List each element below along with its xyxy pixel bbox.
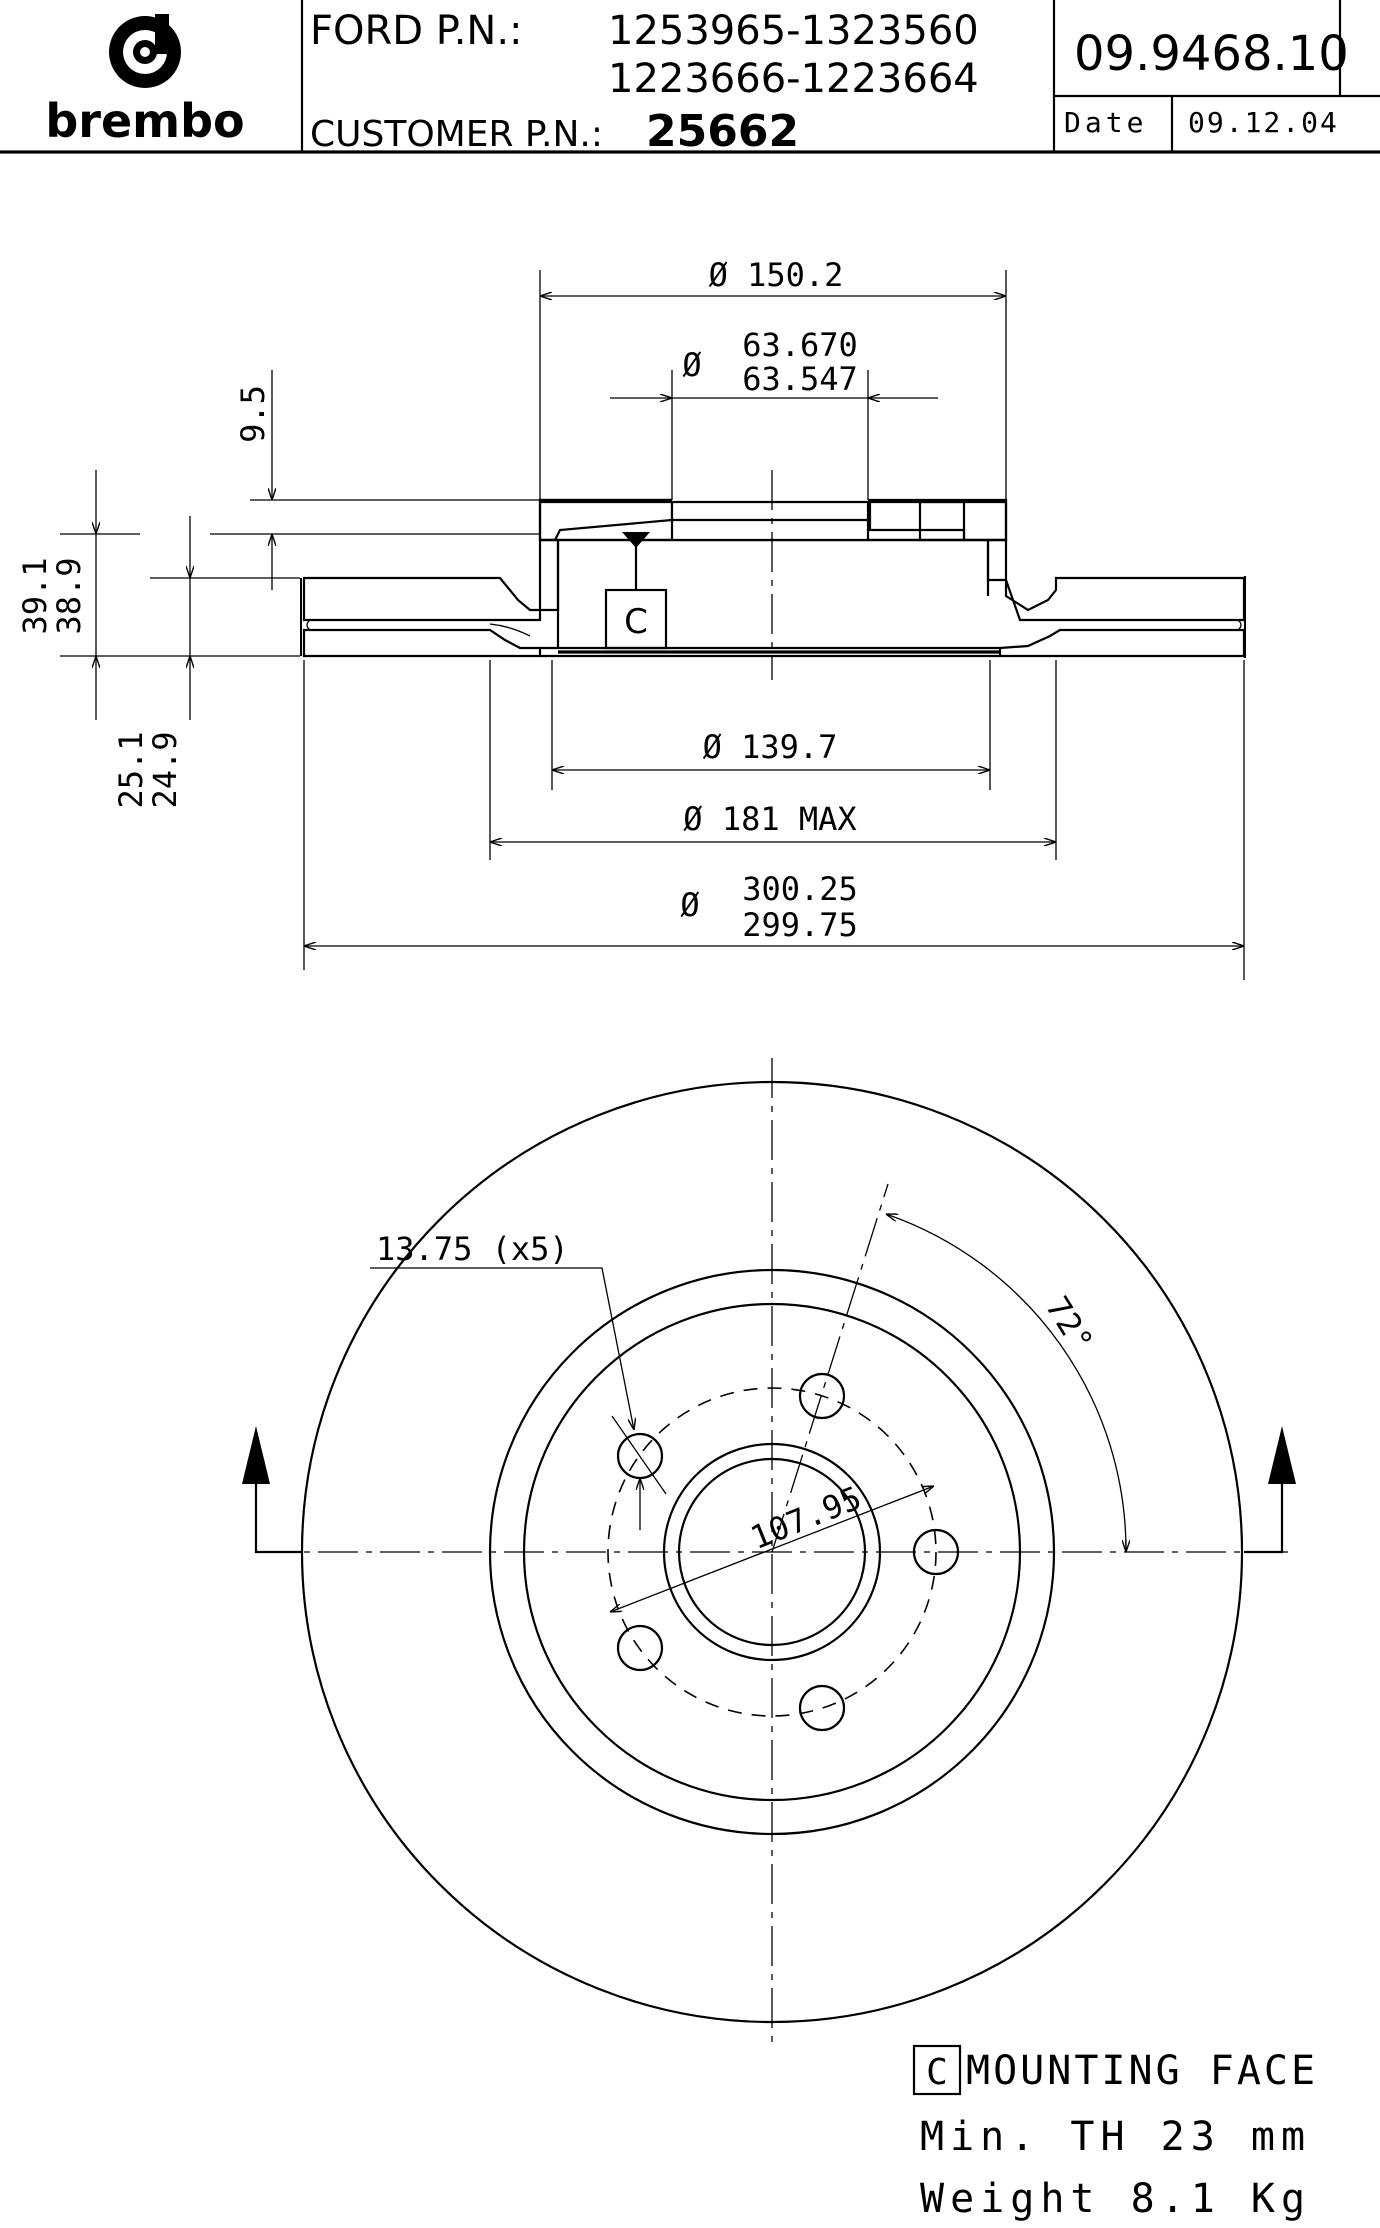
hat-wall-right: [986, 538, 1008, 582]
friction-ring-right-outer: [1004, 576, 1246, 622]
datum-c-legend-box: [912, 2044, 962, 2096]
customer-pn-label: CUSTOMER P.N.:: [310, 114, 603, 155]
hat-top-left: [538, 498, 674, 542]
dim-height-min: 38.9: [50, 557, 88, 634]
dim-outer-symbol: Ø: [680, 886, 699, 924]
date-value: 09.12.04: [1188, 106, 1339, 139]
dim-angle: 72°: [1038, 1290, 1101, 1359]
dim-hole-diameter: 13.75 (x5): [376, 1230, 569, 1268]
stud-hole-section: [918, 500, 966, 542]
ford-pn-label: FORD P.N.:: [310, 8, 523, 54]
dim-outer-min: 299.75: [742, 906, 858, 944]
friction-ring-right-inner: [998, 628, 1246, 658]
mounting-face-note: MOUNTING FACE: [966, 2048, 1318, 2094]
weight-note: Weight 8.1 Kg: [920, 2176, 1311, 2222]
ford-pn-line2: 1223666-1223664: [608, 56, 979, 102]
dim-pilot-diameter: Ø 139.7: [703, 728, 838, 766]
hat-wall-left: [538, 538, 560, 612]
datum-c-legend-label: C: [926, 2052, 948, 2093]
dim-hat-max: Ø 181 MAX: [683, 800, 856, 838]
datum-c-label: C: [624, 602, 648, 642]
section-arrow-right: [1244, 1480, 1284, 1554]
friction-ring-left-inner: [302, 628, 542, 658]
bolt-hole: [798, 1684, 846, 1732]
brand-name: brembo: [45, 94, 244, 148]
dim-bore-symbol: Ø: [682, 346, 701, 384]
dim-bore-min: 63.547: [742, 360, 858, 398]
date-label: Date: [1064, 106, 1147, 139]
dim-hub-diameter: Ø 150.2: [709, 256, 844, 294]
dim-bore-max: 63.670: [742, 326, 858, 364]
dim-offset-min: 24.9: [146, 731, 184, 808]
dim-hat-thickness: 9.5: [234, 385, 272, 443]
bolt-hole: [798, 1372, 846, 1420]
min-thickness-note: Min. TH 23 mm: [920, 2114, 1311, 2160]
ford-pn-line1: 1253965-1323560: [608, 8, 979, 54]
dim-pcd: 107.95: [745, 1479, 866, 1558]
face-view: 13.75 (x5) 107.95 72°: [242, 1058, 1296, 2050]
brembo-logo: brembo: [45, 14, 245, 148]
notes-block: C MOUNTING FACE Min. TH 23 mm Weight 8.1…: [912, 2044, 1318, 2222]
section-arrow-left: [254, 1480, 302, 1554]
bolt-hole: [616, 1624, 664, 1672]
customer-pn-value: 25662: [646, 106, 799, 157]
dim-height-max: 39.1: [16, 557, 54, 634]
title-block: [0, 0, 1380, 154]
vent-right: [1237, 619, 1242, 631]
dim-offset-max: 25.1: [112, 731, 150, 808]
hat-bore-gap: [672, 496, 868, 540]
disc-section-left: [300, 500, 540, 608]
friction-ring-left-outer: [302, 576, 542, 622]
vent-left: [306, 619, 531, 637]
dim-outer-max: 300.25: [742, 870, 858, 908]
drawing-part-number: 09.9468.10: [1074, 26, 1349, 82]
section-view: C Ø 150.2 Ø 63.670 63.547 9.5: [16, 256, 1246, 980]
